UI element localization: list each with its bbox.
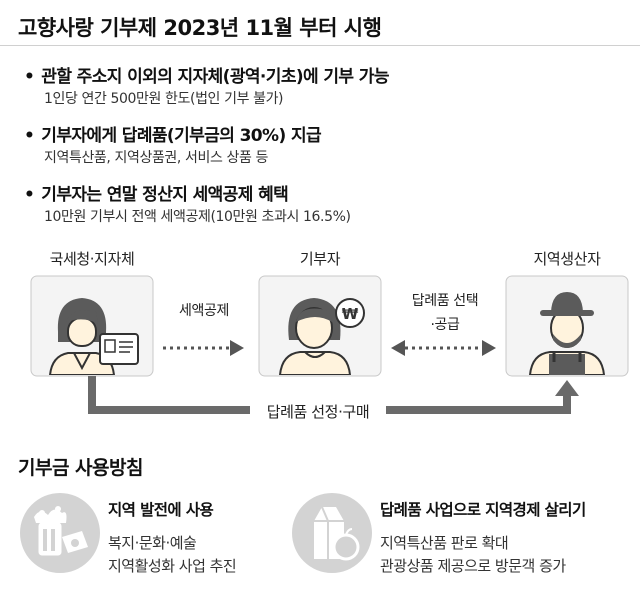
produce-icon [292,493,372,573]
bullet-1-heading: 관할 주소지 이외의 지자체(광역·기초)에 기부 가능 [24,62,389,87]
bullet-2-detail: 지역특산품, 지역상품권, 서비스 상품 등 [44,150,268,166]
node-label-producer: 지역생산자 [533,250,601,268]
bullet-1-detail: 1인당 연간 500만원 한도(법인 기부 불가) [44,91,284,107]
title-divider [0,45,640,46]
arrow-tax-credit [163,340,244,356]
arrow-gift-purchase [88,376,579,414]
page-title: 고향사랑 기부제 2023년 11월 부터 시행 [18,16,382,40]
arrow-gift-exchange [391,340,496,356]
bullet-3-detail: 10만원 기부시 전액 세액공제(10만원 초과시 16.5%) [44,209,351,225]
bullet-3-heading: 기부자는 연말 정산지 세액공제 혜택 [24,180,288,205]
arrow-label-select-line2: ·공급 [430,317,460,333]
donation-icon [20,493,100,573]
usage-item-1-line1: 복지·문화·예술 [108,534,197,552]
usage-item-1-line2: 지역활성화 사업 추진 [108,557,237,575]
won-coin-icon [335,298,365,328]
usage-item-2-heading: 답례품 사업으로 지역경제 살리기 [380,501,586,519]
bullet-2-heading: 기부자에게 답례품(기부금의 30%) 지급 [24,121,321,146]
donor-icon: ₩ [278,298,365,375]
usage-item-1-heading: 지역 발전에 사용 [108,501,214,519]
arrow-label-tax-credit: 세액공제 [179,303,229,319]
usage-item-2-line1: 지역특산품 판로 확대 [380,534,509,552]
usage-item-2-line2: 관광상품 제공으로 방문객 증가 [380,557,566,575]
farmer-icon [528,292,606,375]
usage-title: 기부금 사용방침 [18,457,143,479]
node-label-donor: 기부자 [299,250,341,268]
official-icon [48,298,139,375]
arrow-label-select-line1: 답례품 선택 [411,293,479,309]
arrow-label-purchase: 답례품 선정·구매 [266,403,370,421]
node-label-official: 국세청·지자체 [49,250,135,268]
won-symbol: ₩ [342,305,359,323]
flow-diagram: ₩ [30,275,629,414]
